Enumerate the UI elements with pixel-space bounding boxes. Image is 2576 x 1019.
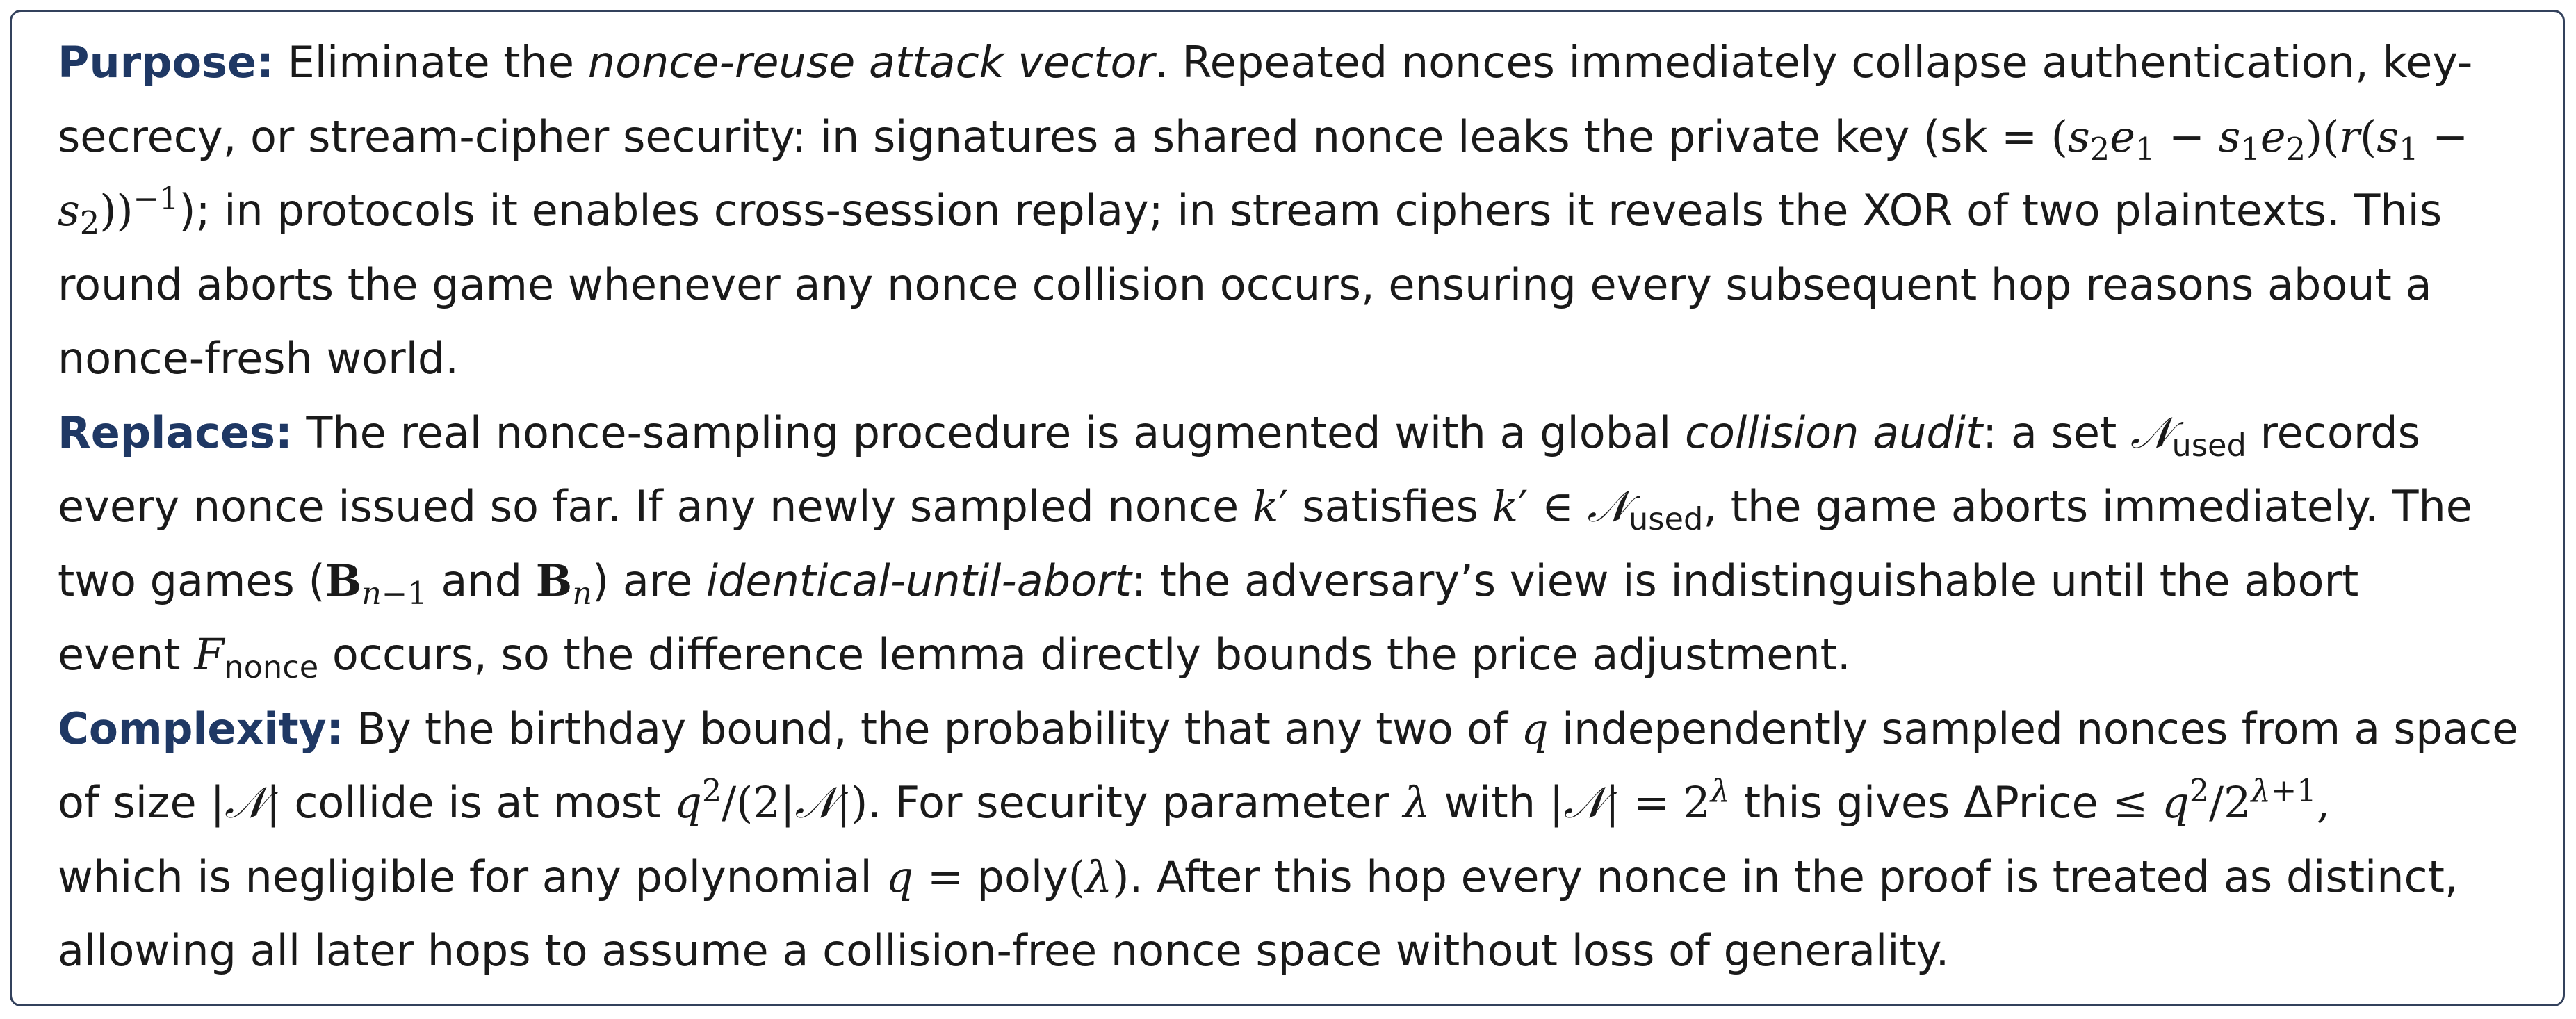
sk-symbol: sk xyxy=(1940,111,1988,162)
replaces-line-2: every nonce issued so far. If any newly … xyxy=(58,481,2472,538)
complexity-line-2: of size |𝒩| collide is at most q2/(2|𝒩|)… xyxy=(58,772,2331,828)
nonce-reuse-term: nonce-reuse attack vector xyxy=(587,37,1155,88)
complexity-paragraph: Complexity: By the birthday bound, the p… xyxy=(58,692,2518,988)
collision-audit-term: collision audit xyxy=(1684,407,1983,458)
delta-price-symbol: ΔPrice xyxy=(1964,777,2098,828)
purpose-line-3: s2))−1); in protocols it enables cross-s… xyxy=(58,180,2443,242)
replaces-line-1: Replaces: The real nonce-sampling proced… xyxy=(58,407,2420,464)
replaces-paragraph: Replaces: The real nonce-sampling proced… xyxy=(58,396,2518,692)
purpose-line-5: nonce-fresh world. xyxy=(58,333,459,384)
replaces-line-3: two games (Bn−1 and Bn) are identical-un… xyxy=(58,555,2359,612)
purpose-line-1: Purpose: Eliminate the nonce-reuse attac… xyxy=(58,37,2473,88)
purpose-heading: Purpose: xyxy=(58,37,274,88)
complexity-line-4: allowing all later hops to assume a coll… xyxy=(58,925,1950,976)
complexity-heading: Complexity: xyxy=(58,703,343,754)
replaces-heading: Replaces: xyxy=(58,407,293,458)
replaces-line-4: event Fnonce occurs, so the difference l… xyxy=(58,629,1851,686)
purpose-line-4: round aborts the game whenever any nonce… xyxy=(58,259,2432,310)
identical-until-abort-term: identical-until-abort xyxy=(706,555,1132,606)
purpose-line-2: secrecy, or stream-cipher security: in s… xyxy=(58,111,2469,168)
purpose-paragraph: Purpose: Eliminate the nonce-reuse attac… xyxy=(58,26,2518,396)
complexity-line-1: Complexity: By the birthday bound, the p… xyxy=(58,703,2518,754)
definition-box: Purpose: Eliminate the nonce-reuse attac… xyxy=(10,10,2565,1006)
complexity-line-3: which is negligible for any polynomial q… xyxy=(58,851,2459,902)
